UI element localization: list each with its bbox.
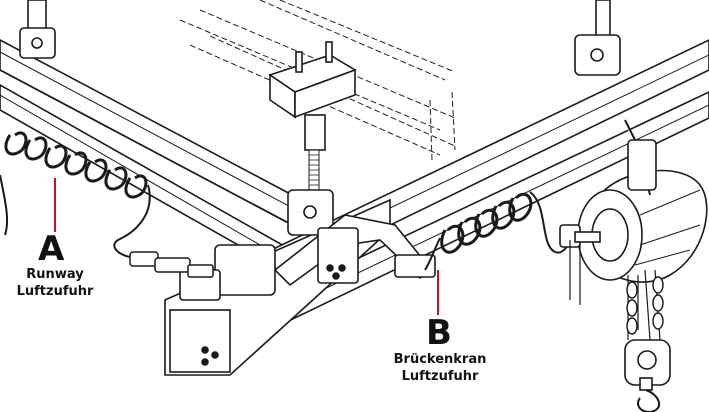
coiled-hose-b: [424, 191, 576, 271]
label-b-line2: Luftzufuhr: [401, 369, 479, 384]
hook-block: [624, 339, 671, 412]
hanger-left: [19, 0, 56, 59]
center-hanger: [268, 41, 357, 236]
label-a-letter: A: [38, 229, 65, 269]
label-a-line1: Runway: [26, 267, 84, 282]
load-chain: [626, 269, 664, 341]
hose-a-coupling: [129, 251, 214, 278]
label-b-line1: Brückenkran: [393, 352, 487, 367]
hanger-right: [574, 0, 621, 76]
label-b-letter: B: [426, 313, 452, 353]
label-a-line2: Luftzufuhr: [16, 284, 94, 299]
air-hoist: [559, 119, 708, 305]
coiled-hose-a: [0, 131, 151, 259]
runway-rail: [0, 39, 331, 282]
